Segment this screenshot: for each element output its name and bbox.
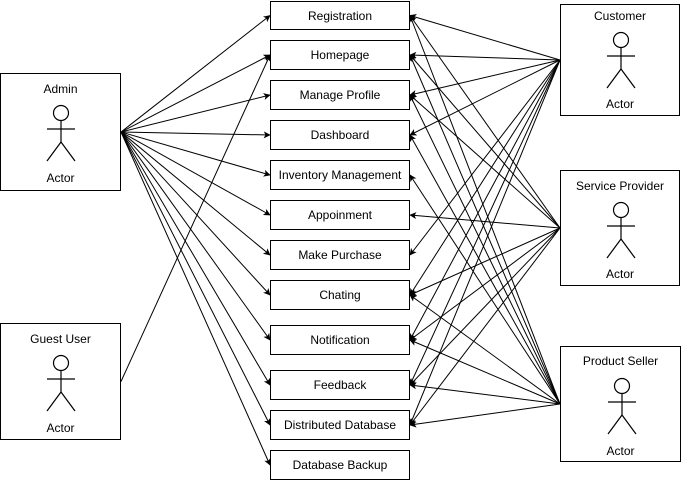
use-case-label: Notification <box>310 333 370 347</box>
use-case-label: Feedback <box>313 378 367 392</box>
association-arrow <box>409 13 561 61</box>
actor-label: Actor <box>605 267 634 281</box>
use-case-inventory-management[interactable]: Inventory Management <box>270 160 410 190</box>
association-arrow <box>409 14 561 229</box>
association-arrow <box>120 54 271 133</box>
association-arrow <box>120 131 271 256</box>
association-arrow <box>409 403 561 428</box>
association-arrow <box>409 94 561 229</box>
association-arrow <box>409 59 561 296</box>
association-arrow <box>409 14 561 405</box>
association-arrow <box>409 227 561 386</box>
association-arrow <box>120 131 271 296</box>
association-arrow <box>409 382 561 405</box>
actor-title: Service Provider <box>575 179 665 193</box>
actor-label: Actor <box>605 97 634 111</box>
actor-customer[interactable]: Customer Actor <box>560 4 680 116</box>
actor-service-provider[interactable]: Service Provider Actor <box>560 170 680 286</box>
association-arrow <box>120 131 271 466</box>
actor-admin[interactable]: Admin Actor <box>0 73 121 191</box>
association-arrow <box>120 93 271 133</box>
association-arrow <box>409 227 561 341</box>
use-case-label: Appoinment <box>307 208 373 222</box>
use-case-make-purchase[interactable]: Make Purchase <box>270 240 410 270</box>
use-case-label: Chating <box>319 288 361 302</box>
association-arrow <box>409 294 561 405</box>
use-case-label: Registration <box>307 8 373 23</box>
use-case-appoinment[interactable]: Appoinment <box>270 200 410 230</box>
actor-title: Customer <box>593 9 646 23</box>
association-arrow <box>409 59 561 256</box>
association-arrow <box>120 131 271 386</box>
use-case-label: Manage Profile <box>299 88 381 102</box>
actor-product-seller[interactable]: Product Seller Actor <box>560 346 681 462</box>
association-arrow <box>409 54 561 229</box>
actor-title: Admin <box>43 82 78 96</box>
association-arrow <box>120 54 271 382</box>
use-case-homepage[interactable]: Homepage <box>270 40 410 70</box>
use-case-label: Inventory Management <box>278 168 402 182</box>
stick-figure-icon <box>46 354 76 412</box>
association-arrow <box>120 131 271 139</box>
association-arrow <box>409 339 561 405</box>
actor-guest-user[interactable]: Guest User Actor <box>0 323 121 440</box>
association-arrow <box>409 94 561 405</box>
use-case-label: Homepage <box>310 48 370 62</box>
association-arrow <box>409 227 561 296</box>
association-arrow <box>120 131 271 341</box>
actor-label: Actor <box>606 444 635 458</box>
use-case-dashboard[interactable]: Dashboard <box>270 120 410 150</box>
association-arrow <box>120 131 271 426</box>
association-arrow <box>409 59 561 341</box>
association-arrow <box>409 59 561 386</box>
actor-title: Product Seller <box>582 354 659 368</box>
stick-figure-icon <box>606 201 636 259</box>
stick-figure-icon <box>46 104 76 162</box>
use-case-label: Make Purchase <box>298 248 382 262</box>
use-case-distributed-database[interactable]: Distributed Database <box>270 410 410 440</box>
use-case-database-backup[interactable]: Database Backup <box>270 450 410 480</box>
use-case-feedback[interactable]: Feedback <box>270 370 410 400</box>
use-case-label: Dashboard <box>310 128 370 142</box>
association-arrow <box>409 174 561 405</box>
actor-title: Guest User <box>30 332 91 346</box>
association-arrow <box>409 59 561 426</box>
actor-label: Actor <box>46 171 75 185</box>
association-arrow <box>120 131 271 177</box>
association-arrow <box>120 131 271 216</box>
stick-figure-icon <box>607 377 637 435</box>
use-case-chating[interactable]: Chating <box>270 280 410 310</box>
association-lines <box>120 13 561 466</box>
association-arrow <box>409 59 561 97</box>
stick-figure-icon <box>606 31 636 89</box>
association-arrow <box>409 227 561 426</box>
association-arrow <box>120 15 271 133</box>
use-case-manage-profile[interactable]: Manage Profile <box>270 80 410 110</box>
association-arrow <box>409 59 561 136</box>
association-arrow <box>409 134 561 405</box>
association-arrow <box>409 54 561 405</box>
association-arrow <box>409 212 561 229</box>
use-case-label: Distributed Database <box>283 418 397 432</box>
use-case-registration[interactable]: Registration <box>270 1 410 30</box>
actor-label: Actor <box>46 421 75 435</box>
use-case-notification[interactable]: Notification <box>270 325 410 355</box>
association-arrow <box>409 51 561 61</box>
use-case-label: Database Backup <box>292 458 388 472</box>
